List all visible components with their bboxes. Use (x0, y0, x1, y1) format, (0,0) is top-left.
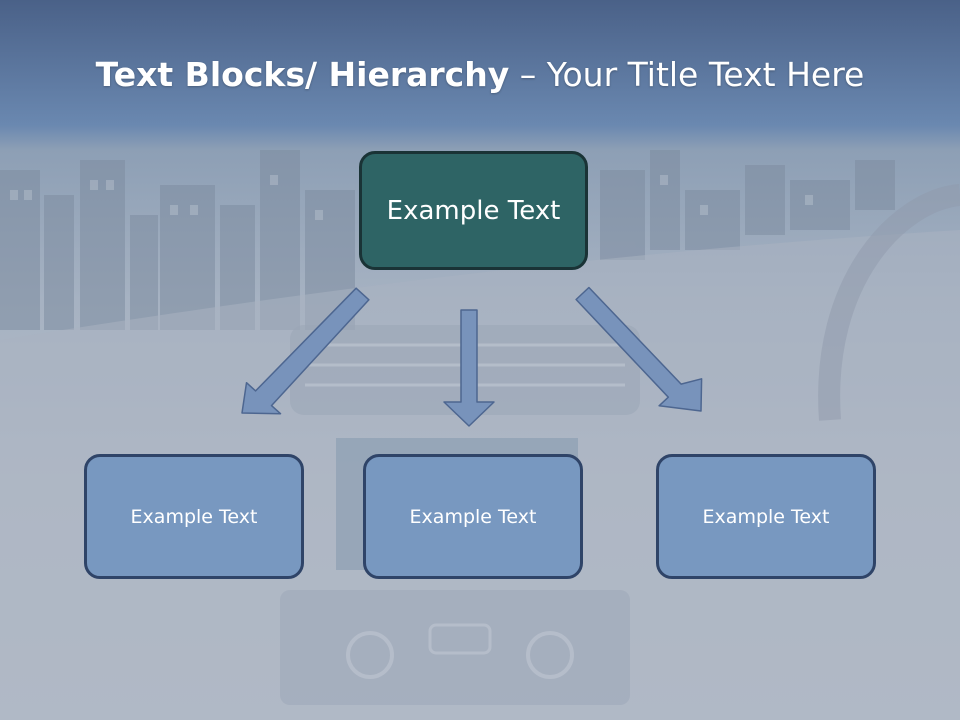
child-box-label: Example Text (409, 505, 537, 528)
hierarchy-child-box-middle[interactable]: Example Text (363, 454, 583, 579)
hierarchy-child-box-left[interactable]: Example Text (84, 454, 304, 579)
radio-knob-right (526, 631, 574, 679)
title-separator: – (509, 55, 547, 94)
arrow-to-middle-box (443, 309, 495, 427)
title-rest-text: Your Title Text Here (546, 55, 865, 94)
child-box-label: Example Text (702, 505, 830, 528)
hierarchy-child-box-right[interactable]: Example Text (656, 454, 876, 579)
slide-title: Text Blocks/ Hierarchy – Your Title Text… (0, 52, 960, 98)
child-box-label: Example Text (130, 505, 258, 528)
radio-center-button (428, 623, 492, 655)
root-box-label: Example Text (386, 195, 561, 226)
steering-wheel-arc (818, 184, 960, 421)
building-windows (10, 175, 813, 220)
title-bold-text: Text Blocks/ Hierarchy (95, 55, 510, 94)
hierarchy-root-box[interactable]: Example Text (359, 151, 588, 270)
arrow-to-left-box (241, 287, 370, 415)
arrow-to-right-box (575, 286, 703, 412)
radio-knob-left (346, 631, 394, 679)
